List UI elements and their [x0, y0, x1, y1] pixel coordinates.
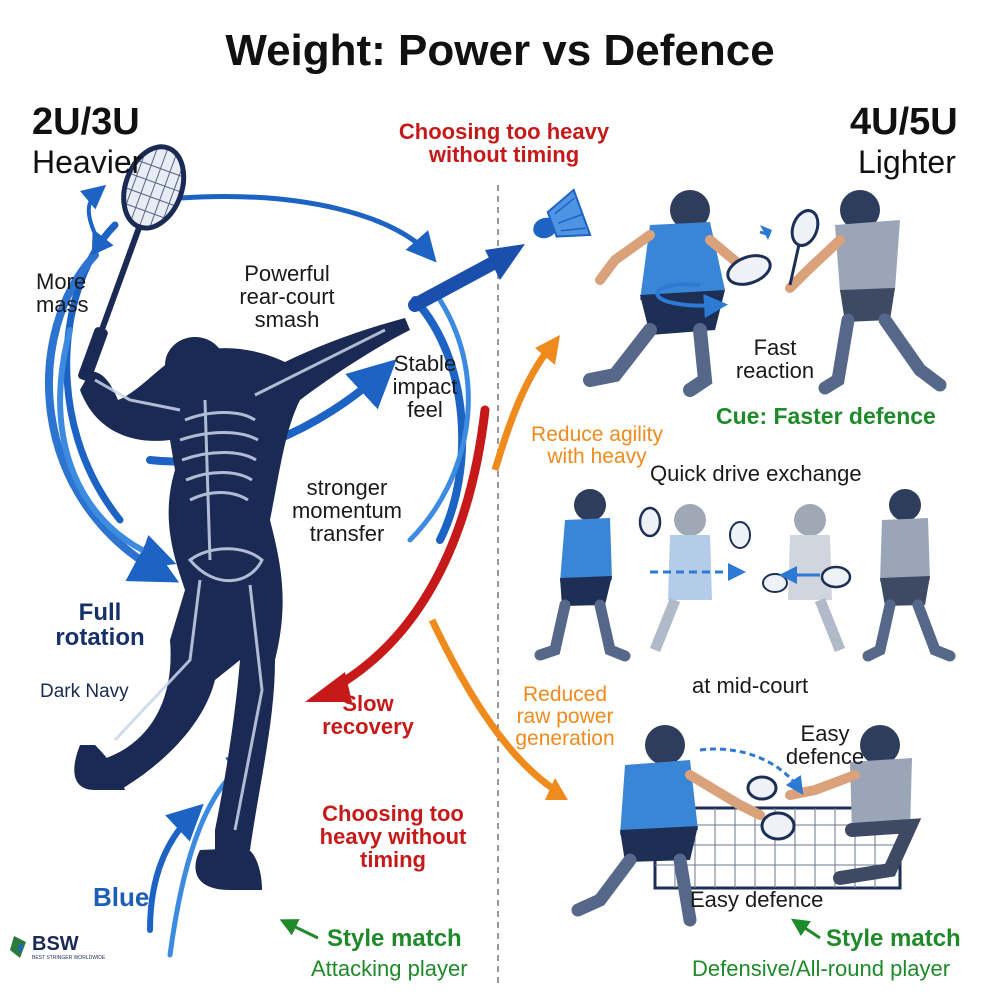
left-weight: Heavier	[32, 144, 143, 180]
warning-too-heavy-bottom: Choosing too heavy without timing	[319, 801, 467, 873]
page-title: Weight: Power vs Defence	[225, 26, 775, 75]
label-smash: Powerful rear-court smash	[239, 261, 335, 333]
label-momentum: stronger momentum transfer	[291, 475, 403, 547]
racket-icon	[78, 144, 187, 382]
label-reduced-power: Reduced raw power generation	[515, 683, 615, 751]
label-stable-impact: Stable impact feel	[392, 351, 458, 423]
label-dark-navy: Dark Navy	[40, 681, 129, 702]
warning-too-heavy-top: Choosing too heavy without timing	[398, 119, 610, 168]
left-grade: 2U/3U	[32, 101, 140, 143]
label-reduce-agility: Reduce agility with heavy	[531, 423, 663, 469]
power-arrow	[428, 618, 568, 800]
label-fast-reaction: Fast reaction	[735, 335, 815, 384]
label-quick-drive: Quick drive exchange	[650, 461, 862, 486]
label-easy-defence-bottom: Easy defence	[690, 887, 824, 912]
label-more-mass: More mass	[36, 269, 89, 318]
style-match-left-player: Attacking player	[311, 956, 468, 981]
player-skeleton	[74, 144, 410, 890]
agility-arrow	[491, 335, 560, 472]
logo-mark-icon	[10, 936, 26, 958]
slow-recovery-arrow	[305, 405, 490, 702]
right-grade: 4U/5U	[850, 101, 958, 143]
label-blue: Blue	[93, 882, 150, 912]
drive-exchange-players	[534, 489, 956, 662]
mass-arrow-icon	[80, 184, 114, 256]
label-easy-defence-top: Easy defence	[785, 721, 865, 770]
smash-arrow	[408, 244, 525, 312]
style-match-arrow-left	[279, 919, 319, 940]
top-players	[583, 190, 947, 397]
net-scene	[571, 725, 922, 927]
style-match-arrow-right	[791, 918, 821, 940]
style-match-left-title: Style match	[327, 925, 462, 952]
logo-tagline: BEST STRINGER WORLDWIDE	[32, 955, 106, 961]
shuttlecock-icon	[533, 188, 592, 239]
style-match-right-player: Defensive/All-round player	[692, 956, 951, 981]
label-full-rotation: Full rotation	[55, 599, 145, 652]
label-cue-faster-defence: Cue: Faster defence	[716, 403, 936, 429]
style-match-right-title: Style match	[826, 925, 961, 952]
right-weight: Lighter	[858, 144, 956, 180]
label-slow-recovery: Slow recovery	[322, 691, 414, 740]
label-mid-court: at mid-court	[692, 673, 809, 698]
bsw-logo: BSW BEST STRINGER WORLDWIDE	[8, 932, 105, 968]
logo-text: BSW	[32, 933, 79, 955]
